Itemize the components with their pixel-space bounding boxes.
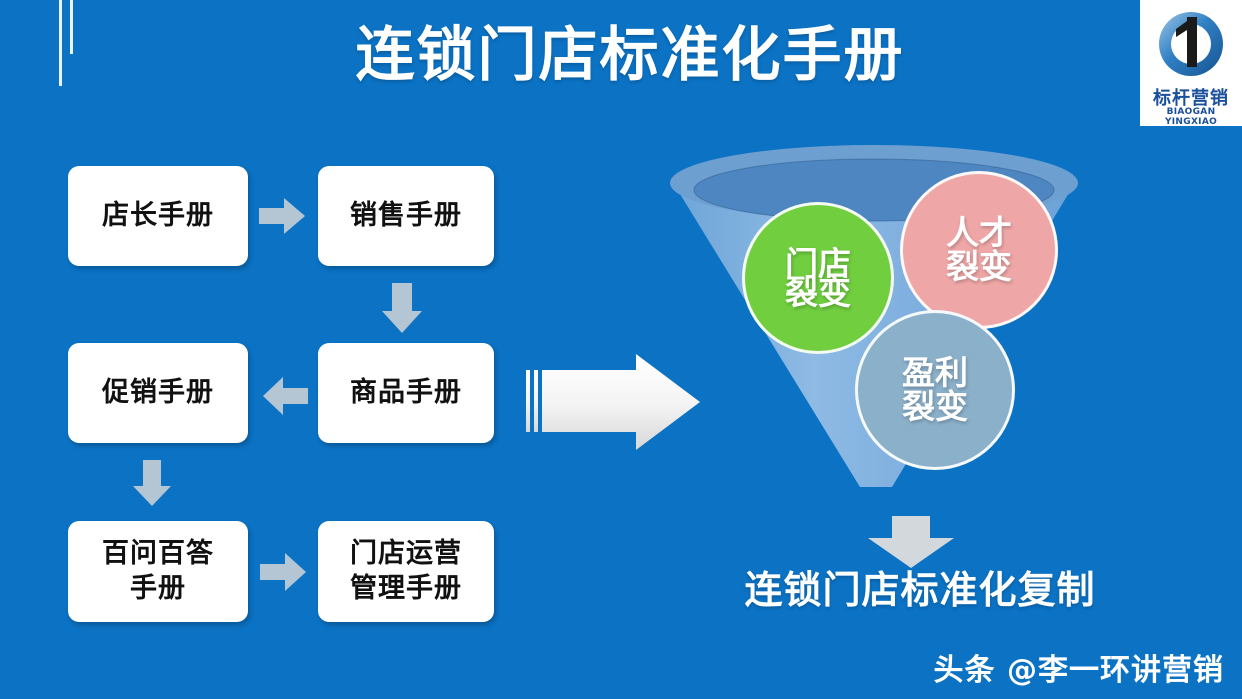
page-title: 连锁门店标准化手册 (355, 20, 905, 89)
flow-box-store-ops[interactable]: 门店运营管理手册 (318, 521, 494, 622)
flow-box-qa[interactable]: 百问百答手册 (68, 521, 248, 622)
circle-label-line1: 人才 (946, 212, 1012, 252)
flow-box-merchandise[interactable]: 商品手册 (318, 343, 494, 443)
arrow-left-icon-merchandise-to-promotion (262, 374, 308, 418)
circle-store-fission[interactable]: 门店 裂变 (742, 202, 894, 354)
circle-profit-fission[interactable]: 盈利 裂变 (855, 310, 1015, 470)
circle-label-line1: 门店 (785, 244, 851, 283)
footer-credit: 头条 @李一环讲营销 (933, 653, 1224, 688)
circle-label-line2: 裂变 (785, 273, 851, 312)
funnel-output-arrow-down-icon (866, 516, 956, 570)
brand-logo: 标杆营销 BIAOGAN YINGXIAO (1140, 0, 1242, 126)
transition-arrow-right-icon (524, 352, 704, 452)
flow-box-sales[interactable]: 销售手册 (318, 166, 494, 266)
arrow-right-icon-qa-to-store-ops (260, 551, 308, 593)
logo-circle-one-icon (1154, 7, 1228, 85)
arrow-down-icon-promotion-to-qa (131, 460, 173, 508)
circle-label-line1: 盈利 (902, 352, 968, 392)
flow-box-label: 百问百答手册 (102, 537, 214, 604)
circle-label-line2: 裂变 (902, 387, 968, 426)
flow-box-label: 店长手册 (102, 199, 214, 231)
flow-box-promotion[interactable]: 促销手册 (68, 343, 248, 443)
flow-box-label: 门店运营管理手册 (350, 537, 462, 604)
flow-box-label: 销售手册 (350, 199, 462, 231)
logo-name-cn: 标杆营销 (1153, 88, 1229, 109)
arrow-down-icon-sales-to-merchandise (380, 283, 424, 335)
decorative-vertical-line-short (70, 0, 73, 54)
flow-box-store-manager[interactable]: 店长手册 (68, 166, 248, 266)
flow-box-label: 促销手册 (102, 376, 214, 408)
circle-talent-fission[interactable]: 人才 裂变 (900, 171, 1058, 329)
result-text: 连锁门店标准化复制 (744, 568, 1096, 612)
circle-label-line2: 裂变 (946, 247, 1012, 286)
arrow-right-icon-store-to-sales (259, 196, 307, 236)
flow-box-label: 商品手册 (350, 376, 462, 408)
logo-name-en: BIAOGAN YINGXIAO (1164, 107, 1218, 126)
decorative-vertical-line-long (59, 0, 62, 86)
